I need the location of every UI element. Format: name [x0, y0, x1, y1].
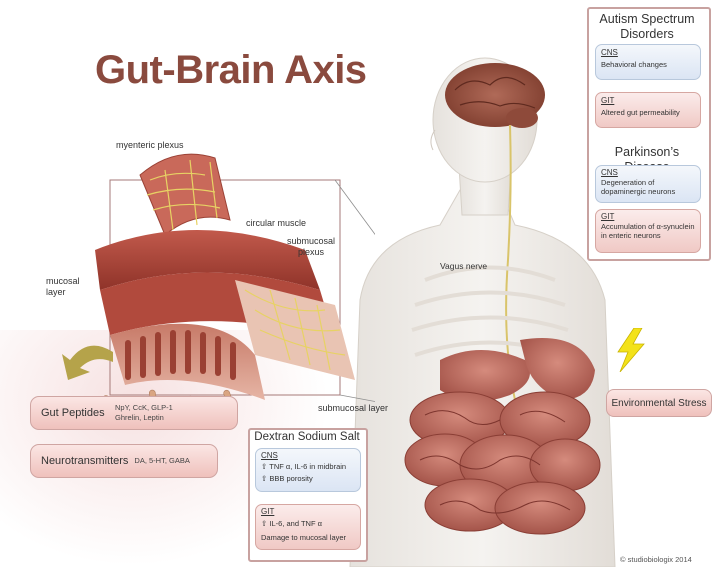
dextran-cns-line2: BBB porosity — [269, 474, 312, 483]
autism-title: Autism Spectrum Disorders — [595, 12, 699, 42]
gut-peptides-line1: NpY, CcK, GLP-1 — [115, 403, 173, 413]
label-vagus-nerve: Vagus nerve — [440, 261, 487, 271]
environmental-stress-box: Environmental Stress — [606, 389, 712, 417]
neurotransmitters-box: Neurotransmitters DA, 5-HT, GABA — [30, 444, 218, 478]
label-circular-muscle: circular muscle — [246, 218, 306, 228]
up-arrow-icon: ⇧ — [261, 462, 267, 471]
autism-cns-box: CNS Behavioral changes — [595, 44, 701, 80]
dextran-git-line1: IL-6, and TNF α — [269, 519, 322, 528]
label-submucosal-plexus: submucosal plexus — [286, 236, 336, 258]
dextran-cns-box: CNS ⇧ TNF α, IL-6 in midbrain ⇧ BBB poro… — [255, 448, 361, 492]
dextran-git-line2: Damage to mucosal layer — [261, 533, 346, 542]
autism-cns-head: CNS — [601, 48, 618, 57]
parkinsons-git-head: GIT — [601, 212, 614, 221]
lightning-icon — [614, 328, 648, 372]
neurotransmitters-values: DA, 5-HT, GABA — [134, 456, 189, 466]
label-myenteric-plexus: myenteric plexus — [116, 140, 184, 150]
label-submucosal-layer: submucosal layer — [318, 403, 388, 413]
up-arrow-icon: ⇧ — [261, 519, 267, 528]
copyright: © studiobiologix 2014 — [620, 555, 692, 564]
human-body-illustration — [330, 40, 630, 567]
autism-cns-text: Behavioral changes — [601, 60, 667, 69]
autism-git-box: GIT Altered gut permeability — [595, 92, 701, 128]
autism-git-text: Altered gut permeability — [601, 108, 680, 117]
parkinsons-git-box: GIT Accumulation of α-synuclein in enter… — [595, 209, 701, 253]
dextran-cns-line1: TNF α, IL-6 in midbrain — [269, 462, 346, 471]
gut-peptides-label: Gut Peptides — [41, 407, 111, 419]
neurotransmitters-label: Neurotransmitters — [41, 455, 128, 467]
parkinsons-cns-text: Degeneration of dopaminergic neurons — [601, 178, 697, 197]
gut-peptides-line2: Ghrelin, Leptin — [115, 413, 173, 423]
gut-peptides-box: Gut Peptides NpY, CcK, GLP-1 Ghrelin, Le… — [30, 396, 238, 430]
dextran-git-head: GIT — [261, 507, 274, 516]
up-arrow-icon: ⇧ — [261, 474, 267, 483]
dextran-cns-head: CNS — [261, 451, 278, 460]
parkinsons-cns-box: CNS Degeneration of dopaminergic neurons — [595, 165, 701, 203]
dextran-git-box: GIT ⇧ IL-6, and TNF α Damage to mucosal … — [255, 504, 361, 550]
page-title: Gut-Brain Axis — [95, 48, 367, 93]
dextran-title: Dextran Sodium Salt — [250, 431, 364, 445]
parkinsons-git-text: Accumulation of α-synuclein in enteric n… — [601, 222, 697, 241]
autism-git-head: GIT — [601, 96, 614, 105]
label-mucosal-layer: mucosal layer — [46, 276, 82, 299]
parkinsons-cns-head: CNS — [601, 168, 618, 177]
curved-arrow-icon — [58, 338, 118, 388]
